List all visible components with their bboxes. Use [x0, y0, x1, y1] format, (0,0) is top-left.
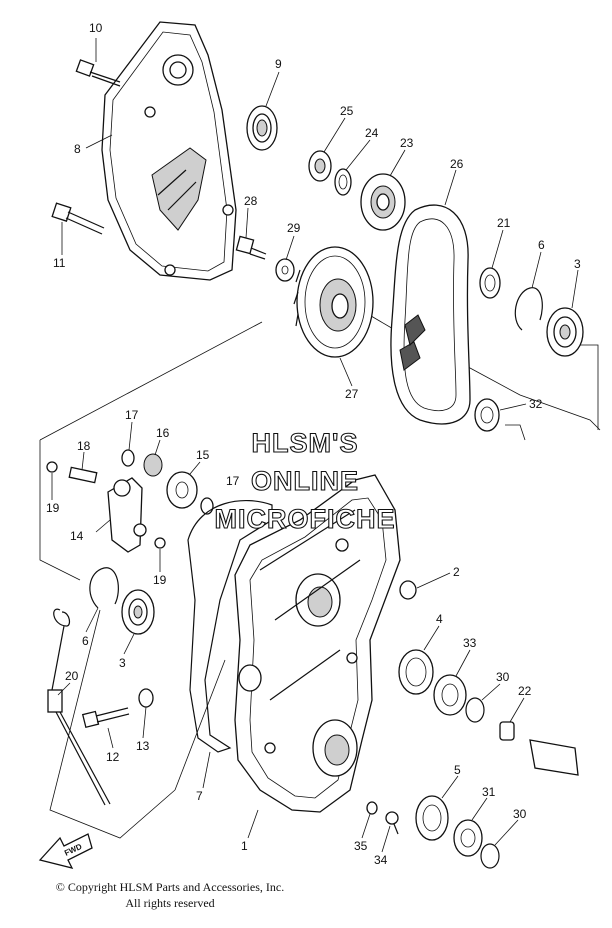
callout-16: 16: [156, 426, 170, 440]
callout-31: 31: [482, 785, 496, 799]
bearing-31: [453, 819, 483, 857]
seal-4: [398, 649, 434, 695]
callout-11: 11: [53, 256, 66, 270]
callout-1: 1: [241, 839, 248, 853]
callout-29: 29: [287, 221, 301, 235]
drive-sprocket-23: [360, 173, 406, 231]
nut-19-right: [154, 537, 166, 549]
washer-17-upper: [121, 449, 135, 467]
callout-7: 7: [196, 789, 203, 803]
callout-21: 21: [497, 216, 511, 230]
callout-19-left: 19: [46, 501, 60, 515]
exploded-view-frame: [39, 291, 601, 839]
callout-27: 27: [345, 387, 359, 401]
oring-30-lower: [480, 843, 500, 869]
callout-30-lower: 30: [513, 807, 527, 821]
bolt-12: [81, 707, 130, 729]
collar-21: [479, 267, 501, 299]
gasket-7: [187, 499, 273, 753]
callout-17-upper: 17: [125, 408, 139, 422]
callout-26: 26: [450, 157, 464, 171]
screw-34: [385, 811, 399, 835]
bearing-33: [433, 674, 467, 716]
washer-24: [334, 168, 352, 196]
nut-13: [138, 688, 154, 708]
bearing-9: [246, 105, 278, 151]
callout-15: 15: [196, 448, 210, 462]
callout-35: 35: [354, 839, 368, 853]
dipstick-20: [47, 608, 111, 806]
callout-22: 22: [518, 684, 532, 698]
bushing-16: [143, 453, 163, 477]
callout-3-lower: 3: [119, 656, 126, 670]
bearing-3-upper: [546, 307, 584, 357]
plug-22: [499, 721, 515, 741]
seal-5: [415, 795, 449, 841]
callout-6-lower: 6: [82, 634, 89, 648]
watermark-line-1: HLSM'S: [252, 428, 359, 458]
callout-18: 18: [77, 439, 91, 453]
seal-32: [474, 398, 500, 432]
tensioner-arm-14: [107, 477, 147, 553]
shaft-stub: [529, 739, 579, 776]
plug-2: [399, 580, 417, 600]
callout-numbers: 10 9 8 11 25 24 23 26 28 29 21 6 3 27 32…: [46, 21, 581, 867]
callout-5: 5: [454, 763, 461, 777]
callout-10: 10: [89, 21, 103, 35]
copyright-line: © Copyright HLSM Parts and Accessories, …: [55, 880, 285, 894]
nut-25: [308, 150, 332, 182]
callout-12: 12: [106, 750, 120, 764]
roller-15: [166, 471, 198, 509]
outer-chain-cover: [101, 21, 237, 281]
oring-30-upper: [465, 697, 485, 723]
bearing-3-lower: [121, 589, 155, 635]
leader-lines: [51, 38, 579, 853]
bolt-10: [75, 59, 121, 87]
watermark-line-3: MICROFICHE: [215, 504, 396, 534]
circlip-6-upper: [514, 287, 543, 331]
watermark-line-2: ONLINE: [251, 466, 359, 496]
rights-reserved-line: All rights reserved: [125, 896, 215, 910]
nut-19-left: [46, 461, 58, 473]
chain-case-1: [234, 474, 401, 813]
callout-19-right: 19: [153, 573, 167, 587]
driven-sprocket-27: [293, 246, 374, 358]
callout-4: 4: [436, 612, 443, 626]
callout-17-lower: 17: [226, 474, 240, 488]
callout-32: 32: [529, 397, 543, 411]
callout-9: 9: [275, 57, 282, 71]
bolt-28: [235, 235, 267, 260]
drive-chain-26: [390, 204, 471, 425]
watermark: HLSM'S ONLINE MICROFICHE: [214, 427, 396, 534]
pin-18: [68, 466, 98, 484]
washer-29: [275, 258, 295, 282]
callout-13: 13: [136, 739, 150, 753]
callout-14: 14: [70, 529, 84, 543]
callout-6-upper: 6: [538, 238, 545, 252]
callout-30-upper: 30: [496, 670, 510, 684]
callout-3-upper: 3: [574, 257, 581, 271]
bolt-11: [51, 202, 105, 235]
circlip-6-lower: [89, 567, 119, 609]
callout-8: 8: [74, 142, 81, 156]
callout-20: 20: [65, 669, 79, 683]
callout-28: 28: [244, 194, 258, 208]
callout-2: 2: [453, 565, 460, 579]
callout-34: 34: [374, 853, 388, 867]
fwd-arrow-icon: FWD: [38, 833, 93, 869]
callout-33: 33: [463, 636, 477, 650]
washer-35: [366, 801, 378, 815]
callout-25: 25: [340, 104, 354, 118]
callout-23: 23: [400, 136, 414, 150]
callout-24: 24: [365, 126, 379, 140]
